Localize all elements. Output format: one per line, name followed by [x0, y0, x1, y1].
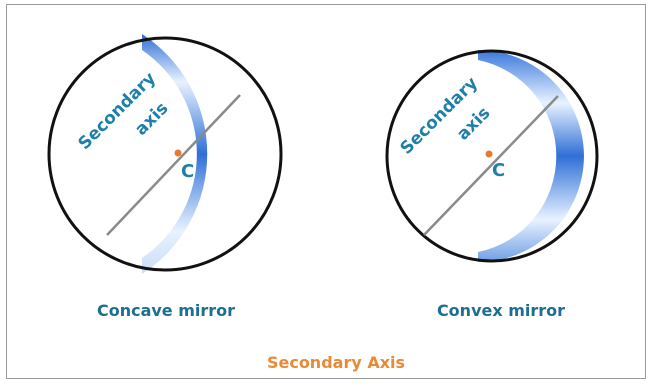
- concave-mirror-surface: [142, 34, 208, 274]
- convex-center-label: C: [492, 160, 505, 181]
- concave-secondary-axis-line: [106, 94, 241, 236]
- concave-mirror-caption: Concave mirror: [96, 301, 236, 320]
- convex-mirror-diagram: C Secondary axis: [385, 49, 599, 263]
- figure-frame: [6, 4, 646, 379]
- center-point-icon: [485, 150, 493, 158]
- convex-mirror-surface: [478, 50, 584, 262]
- concave-center-label: C: [181, 161, 194, 182]
- convex-center-of-curvature-circle: [385, 49, 599, 263]
- figure-title: Secondary Axis: [266, 353, 406, 372]
- convex-secondary-axis-line: [423, 95, 559, 236]
- concave-center-of-curvature-circle: [47, 36, 283, 272]
- center-point-icon: [174, 149, 182, 157]
- concave-mirror-diagram: C Secondary axis: [47, 34, 283, 274]
- convex-mirror-caption: Convex mirror: [436, 301, 566, 320]
